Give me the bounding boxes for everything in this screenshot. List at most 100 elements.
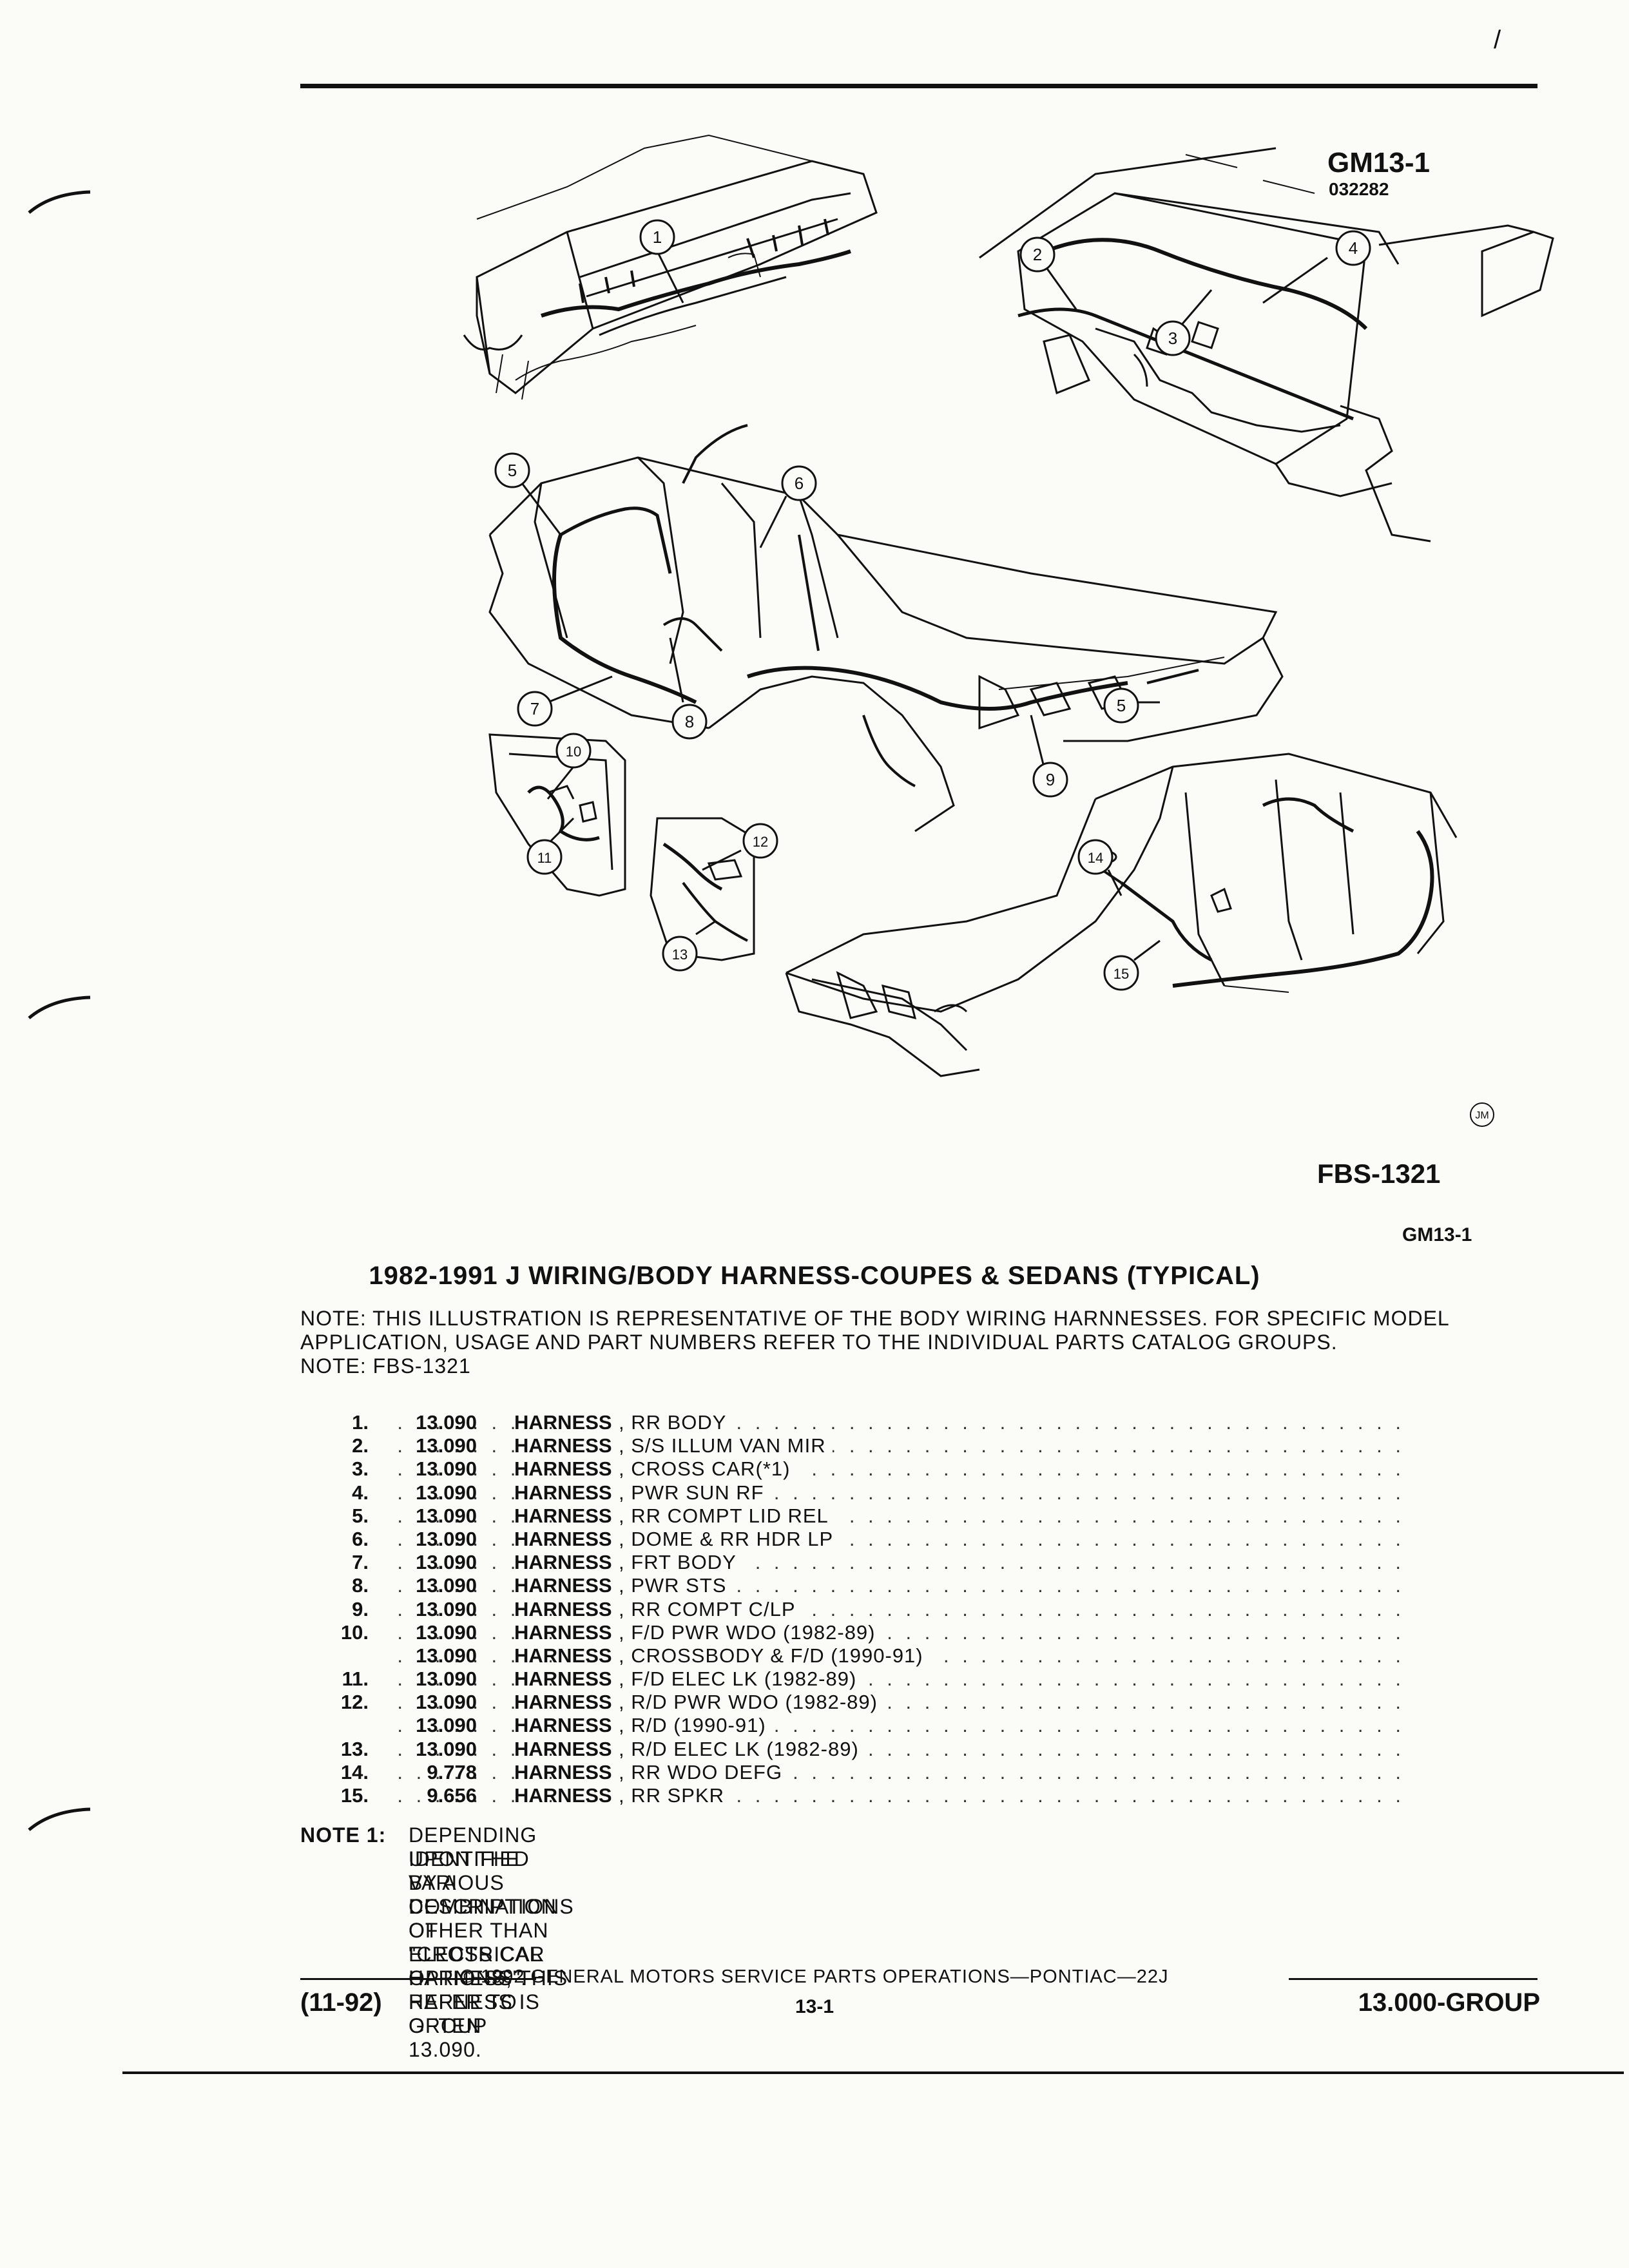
parts-row-name: HARNESS — [514, 1784, 612, 1807]
rear-body-panel-drawing — [463, 134, 878, 400]
footer-copyright: © 1992 GENERAL MOTORS SERVICE PARTS OPER… — [460, 1966, 1169, 1987]
parts-row-number: 11. — [342, 1667, 369, 1691]
parts-row-number: 2. — [352, 1434, 369, 1457]
bottom-rule — [122, 2071, 1624, 2074]
callout-11: 11 — [537, 850, 552, 866]
parts-row-description: , R/D (1990-91) — [619, 1714, 773, 1738]
parts-row-number: 14. — [340, 1760, 369, 1783]
callout-4: 4 — [1349, 238, 1358, 258]
parts-row-leader-dots: . . . . . . . . . . . . . . . . . . . . … — [397, 1551, 1405, 1574]
parts-row-description: , CROSS CAR(*1) — [619, 1457, 797, 1481]
parts-row-number: 15. — [340, 1784, 369, 1807]
parts-row-number: 7. — [352, 1551, 369, 1574]
parts-row-number: 1. — [352, 1411, 369, 1434]
margin-mark-1 — [28, 190, 91, 214]
parts-row-leader-dots: . . . . . . . . . . . . . . . . . . . . … — [397, 1620, 1405, 1644]
parts-row-number: 10. — [340, 1620, 369, 1644]
top-rule — [300, 84, 1537, 88]
parts-row-description: , PWR SUN RF — [619, 1481, 771, 1504]
parts-row-group: 13.090 — [416, 1667, 477, 1691]
parts-row-leader-dots: . . . . . . . . . . . . . . . . . . . . … — [397, 1737, 1405, 1760]
callout-5b: 5 — [1117, 696, 1126, 715]
callout-15: 15 — [1113, 966, 1129, 982]
parts-row-name: HARNESS — [514, 1527, 612, 1550]
parts-row-leader-dots: . . . . . . . . . . . . . . . . . . . . … — [397, 1691, 1405, 1714]
parts-row-description: , DOME & RR HDR LP — [619, 1527, 840, 1552]
parts-row-description: , RR SPKR — [619, 1784, 731, 1808]
parts-row-leader-dots: . . . . . . . . . . . . . . . . . . . . … — [397, 1504, 1405, 1527]
footer-date: (11-92) — [300, 1988, 382, 2017]
footer-group: 13.000-GROUP — [1358, 1988, 1540, 2017]
parts-row-description: , RR COMPT LID REL — [619, 1504, 835, 1528]
parts-row-number: 6. — [352, 1527, 369, 1550]
parts-row-name: HARNESS — [514, 1457, 612, 1481]
parts-row-group: 13.090 — [416, 1527, 477, 1550]
parts-row-group: 13.090 — [416, 1434, 477, 1457]
parts-row-description: , F/D ELEC LK (1982-89) — [619, 1667, 863, 1691]
notes-block: NOTE: THIS ILLUSTRATION IS REPRESENTATIV… — [300, 1307, 1450, 1378]
wiring-harness-illustration: 1 2 3 4 5 6 7 8 9 10 11 12 13 14 15 5 JM — [463, 134, 1554, 1127]
parts-row-description: , F/D PWR WDO (1982-89) — [619, 1620, 882, 1644]
parts-row-name: HARNESS — [514, 1551, 612, 1574]
parts-row-leader-dots: . . . . . . . . . . . . . . . . . . . . … — [397, 1597, 1405, 1620]
parts-row-leader-dots: . . . . . . . . . . . . . . . . . . . . … — [397, 1667, 1405, 1691]
callout-3: 3 — [1168, 329, 1177, 348]
parts-row-name: HARNESS — [514, 1760, 612, 1783]
corner-mark: / — [1494, 26, 1501, 54]
parts-row-number: 3. — [352, 1457, 369, 1481]
parts-row-leader-dots: . . . . . . . . . . . . . . . . . . . . … — [397, 1434, 1405, 1457]
parts-row-number: 8. — [352, 1574, 369, 1597]
callout-14: 14 — [1088, 850, 1103, 866]
parts-row-name: HARNESS — [514, 1434, 612, 1457]
callout-5: 5 — [508, 461, 517, 480]
parts-row-leader-dots: . . . . . . . . . . . . . . . . . . . . … — [397, 1714, 1405, 1737]
margin-mark-3 — [28, 1807, 91, 1831]
note-1-label: NOTE 1: — [300, 1823, 387, 1847]
parts-row-description: , R/D ELEC LK (1982-89) — [619, 1737, 865, 1761]
parts-row-leader-dots: . . . . . . . . . . . . . . . . . . . . … — [397, 1574, 1405, 1597]
parts-row-leader-dots: . . . . . . . . . . . . . . . . . . . . … — [397, 1457, 1405, 1481]
parts-row-name: HARNESS — [514, 1574, 612, 1597]
callout-1: 1 — [653, 227, 662, 247]
parts-row-group: 13.090 — [416, 1737, 477, 1760]
parts-row-number: 12. — [340, 1691, 369, 1714]
parts-row-group: 13.090 — [416, 1691, 477, 1714]
footer-page-number: 13-1 — [795, 1996, 834, 2017]
header-subcode: 032282 — [1329, 179, 1389, 199]
parts-row-description: , S/S ILLUM VAN MIR — [619, 1434, 833, 1458]
parts-row-name: HARNESS — [514, 1644, 612, 1667]
caption-code: GM13-1 — [1402, 1224, 1472, 1245]
parts-row-number: 13. — [340, 1737, 369, 1760]
callout-6: 6 — [795, 474, 804, 493]
note-1-line-1: DEPENDING UPON THE VARIOUS COMBINATIONS … — [409, 1823, 574, 2037]
parts-row-description: , RR WDO DEFG — [619, 1760, 789, 1785]
figure-id: FBS-1321 — [1317, 1158, 1441, 1189]
callout-circles — [494, 219, 1494, 1127]
parts-row-leader-dots: . . . . . . . . . . . . . . . . . . . . … — [397, 1760, 1405, 1783]
parts-row-leader-dots: . . . . . . . . . . . . . . . . . . . . … — [397, 1411, 1405, 1434]
parts-row-name: HARNESS — [514, 1620, 612, 1644]
parts-row-group: 13.090 — [416, 1504, 477, 1527]
callout-8: 8 — [685, 712, 694, 731]
margin-mark-2 — [28, 995, 91, 1019]
callout-9: 9 — [1046, 770, 1055, 789]
header-code: GM13-1 — [1327, 147, 1430, 178]
callout-7: 7 — [530, 699, 539, 718]
parts-row-name: HARNESS — [514, 1667, 612, 1691]
parts-row-group: 13.090 — [416, 1574, 477, 1597]
parts-row-description: , CROSSBODY & F/D (1990-91) — [619, 1644, 930, 1668]
callout-leaders — [521, 251, 1328, 961]
parts-row-group: 13.090 — [416, 1411, 477, 1434]
parts-row-number: 5. — [352, 1504, 369, 1527]
parts-row-number: 4. — [352, 1481, 369, 1504]
note-line-1: NOTE: THIS ILLUSTRATION IS REPRESENTATIV… — [300, 1307, 1450, 1330]
callout-2: 2 — [1033, 245, 1042, 264]
parts-row-name: HARNESS — [514, 1504, 612, 1527]
note-line-2: APPLICATION, USAGE AND PART NUMBERS REFE… — [300, 1331, 1338, 1354]
parts-row-name: HARNESS — [514, 1691, 612, 1714]
note-1-line-2: IDENTIFIED BY A DESCRIPTION OTHER THAN "… — [409, 1847, 557, 2061]
parts-row-leader-dots: . . . . . . . . . . . . . . . . . . . . … — [397, 1481, 1405, 1504]
parts-row-number: 9. — [352, 1597, 369, 1620]
parts-row-group: 9.656 — [427, 1784, 477, 1807]
page-title: 1982-1991 J WIRING/BODY HARNESS-COUPES &… — [369, 1262, 1260, 1290]
